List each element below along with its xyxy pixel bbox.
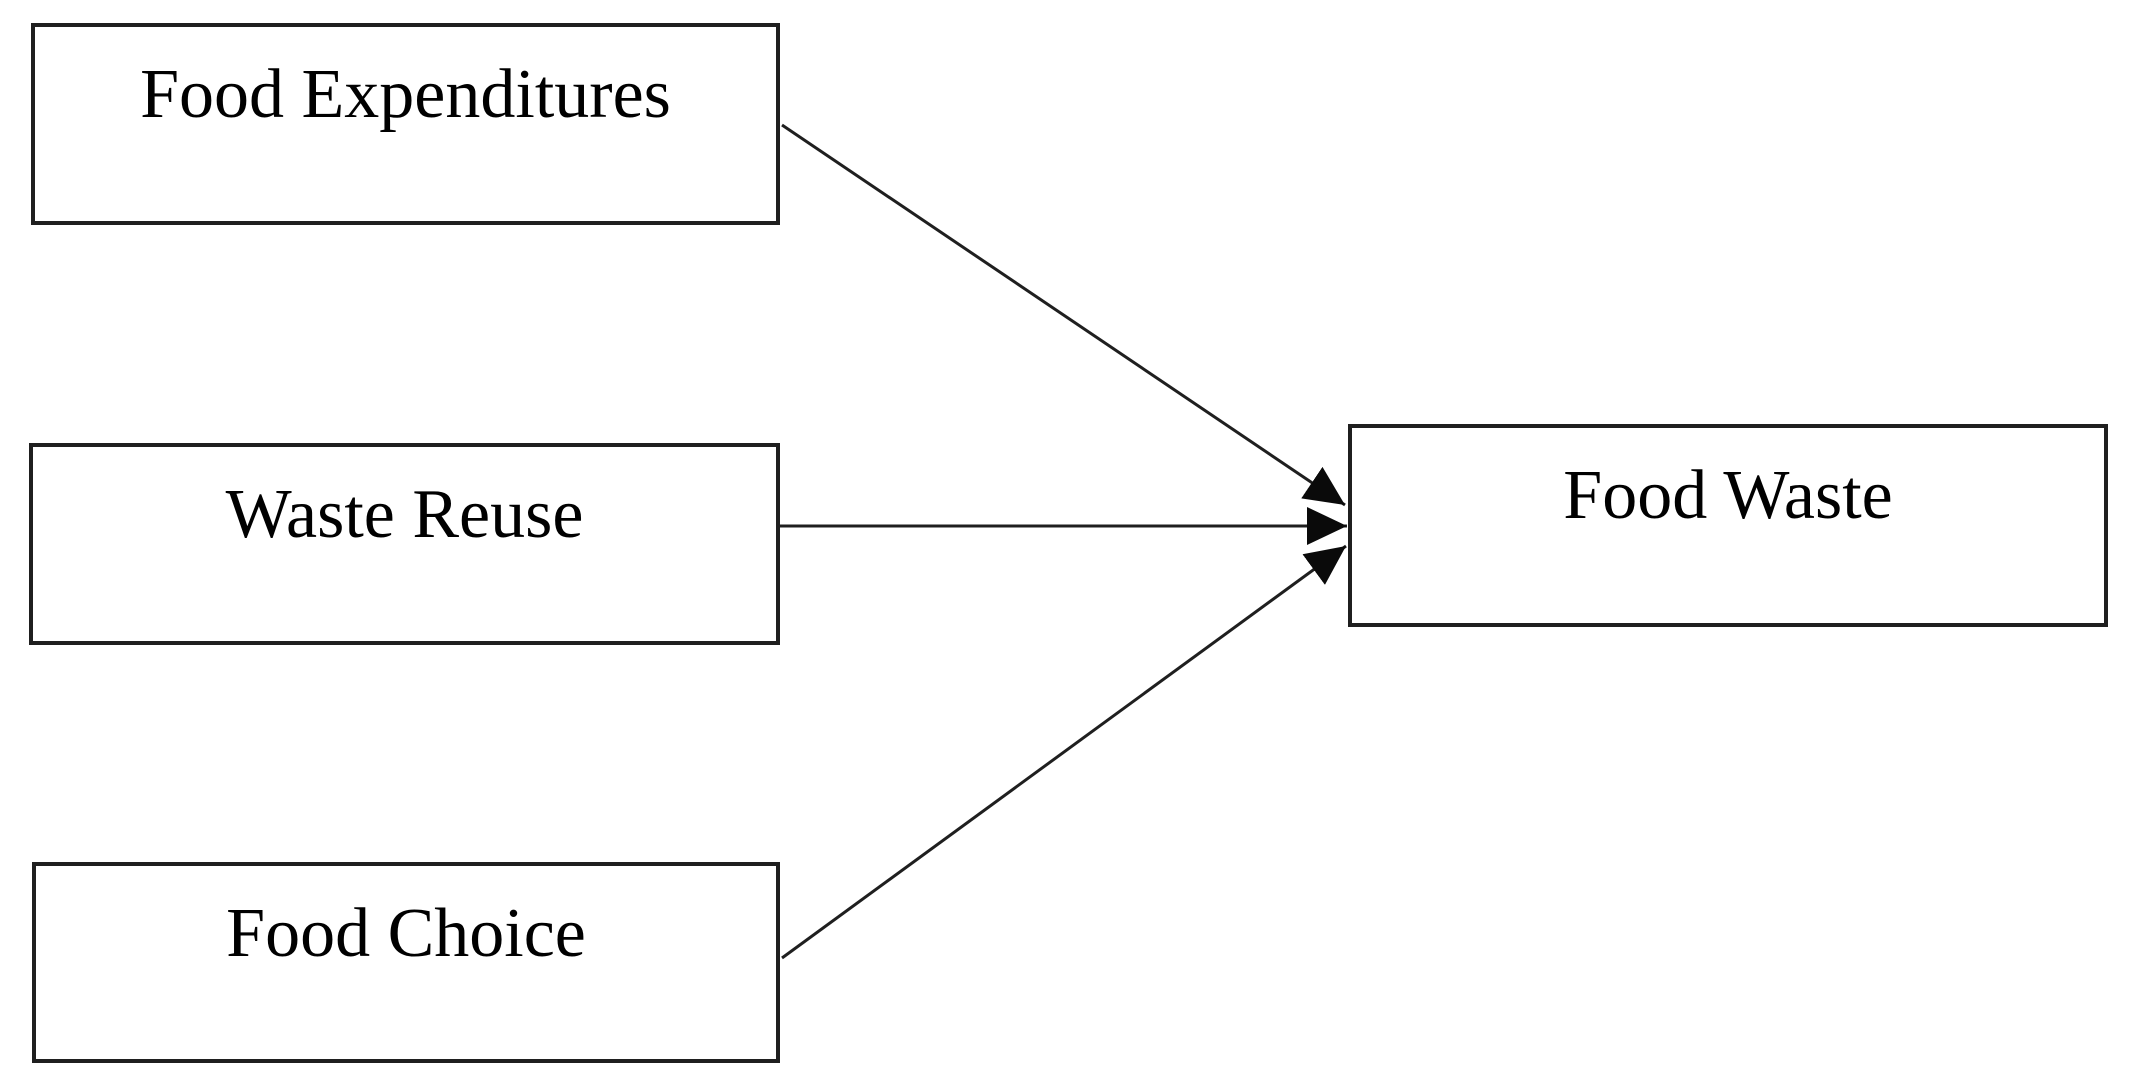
node-food-waste: Food Waste [1348, 424, 2108, 627]
node-waste-reuse: Waste Reuse [29, 443, 780, 645]
node-food-waste-label: Food Waste [1563, 457, 1893, 534]
node-food-choice-label: Food Choice [226, 895, 586, 972]
edge-food-choice-to-food-waste [781, 544, 1347, 960]
edge-food-expenditures-to-food-waste [781, 123, 1346, 507]
node-food-expenditures: Food Expenditures [31, 23, 780, 225]
node-food-expenditures-label: Food Expenditures [140, 56, 671, 133]
node-food-choice: Food Choice [32, 862, 780, 1063]
node-waste-reuse-label: Waste Reuse [225, 476, 584, 553]
